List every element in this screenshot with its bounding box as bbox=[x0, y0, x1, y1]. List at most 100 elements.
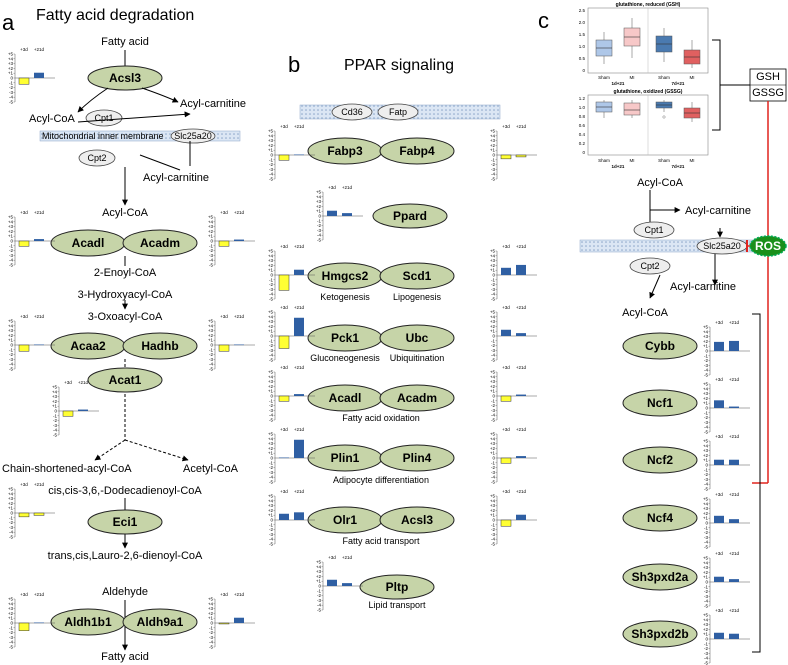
mini-chart-tick-label: +3 bbox=[490, 138, 496, 143]
mini-chart-tick-label: +4 bbox=[8, 323, 14, 328]
mini-chart-tick-label: +1 bbox=[316, 209, 322, 214]
mini-chart-tick-label: -2 bbox=[704, 472, 708, 477]
gene-node-eci1[interactable] bbox=[87, 509, 163, 535]
mini-bar-chart: +5+4+3+2+10-1-2-3-4-5+3d+21d bbox=[8, 314, 55, 372]
bar-21d bbox=[516, 333, 526, 336]
gene-label-sh3pxd2a: Sh3pxd2a bbox=[632, 570, 689, 584]
arrow bbox=[94, 439, 126, 461]
gsh-ytick: 2.5 bbox=[579, 8, 586, 13]
mini-chart-tick-label: -5 bbox=[9, 263, 13, 268]
gene-node-ppard[interactable] bbox=[372, 203, 448, 229]
gssg-group-label: MI bbox=[690, 158, 695, 163]
bar-21d bbox=[729, 519, 739, 523]
bar-21d bbox=[516, 394, 526, 396]
bar-21d bbox=[34, 344, 44, 346]
gene-node-plin4[interactable] bbox=[379, 444, 455, 472]
gene-label-ubc: Ubc bbox=[406, 331, 429, 345]
mini-chart-tick-label: -3 bbox=[269, 167, 273, 172]
mini-bar-chart: +5+4+3+2+10-1-2-3-4-5+3d+21d bbox=[490, 365, 537, 423]
mini-chart-tick-label: 0 bbox=[270, 153, 273, 158]
mini-bar-chart: +5+4+3+2+10-1-2-3-4-5+3d+21d bbox=[703, 608, 750, 665]
bar-3d bbox=[714, 459, 724, 465]
mini-chart-label-3d: +3d bbox=[64, 380, 72, 385]
mini-chart-tick-label: -4 bbox=[491, 537, 495, 542]
mini-chart-label-21d: +21d bbox=[34, 592, 45, 597]
mini-chart-tick-label: +3 bbox=[703, 448, 709, 453]
mini-chart-tick-label: -3 bbox=[269, 348, 273, 353]
gene-node-hadhb[interactable] bbox=[122, 332, 198, 360]
mini-chart-tick-label: +4 bbox=[268, 498, 274, 503]
mini-chart-label-21d: +21d bbox=[516, 427, 527, 432]
gene-node-sh3pxd2b[interactable] bbox=[622, 620, 698, 648]
bar-3d bbox=[714, 341, 724, 351]
gene-node-sh3pxd2a[interactable] bbox=[622, 563, 698, 591]
metabolite-acyl-coa: Acyl-CoA bbox=[29, 113, 76, 125]
gene-node-acadm[interactable] bbox=[122, 229, 198, 257]
mini-chart-tick-label: +2 bbox=[208, 611, 214, 616]
mini-bar-chart: +5+4+3+2+10-1-2-3-4-5+3d+21d bbox=[268, 365, 315, 423]
mini-chart-tick-label: -4 bbox=[269, 292, 273, 297]
mini-chart-tick-label: -1 bbox=[491, 522, 495, 527]
mini-chart-tick-label: +3 bbox=[8, 224, 14, 229]
mini-chart-tick-label: +2 bbox=[52, 399, 58, 404]
gsh-ytick: 1.5 bbox=[579, 32, 586, 37]
mini-chart-tick-label: -2 bbox=[269, 282, 273, 287]
gene-node-acsl3-b[interactable] bbox=[379, 506, 455, 534]
label-gluconeogenesis: Gluconeogenesis bbox=[310, 353, 380, 363]
mini-chart-tick-label: +5 bbox=[268, 249, 274, 254]
mini-chart-tick-label: -5 bbox=[317, 238, 321, 243]
gene-node-pltp[interactable] bbox=[359, 574, 435, 600]
gene-node-acadm-b[interactable] bbox=[379, 384, 455, 412]
mini-chart-tick-label: +5 bbox=[52, 385, 58, 390]
mitochondrial-membrane bbox=[39, 130, 241, 142]
mini-chart-tick-label: -5 bbox=[9, 367, 13, 372]
mini-chart-tick-label: -3 bbox=[269, 470, 273, 475]
mini-chart-tick-label: -4 bbox=[269, 475, 273, 480]
gssg-ytick: 0.4 bbox=[579, 132, 586, 137]
mini-chart-tick-label: +1 bbox=[208, 616, 214, 621]
gene-node-ncf4[interactable] bbox=[622, 504, 698, 532]
gene-node-ubc[interactable] bbox=[379, 324, 455, 352]
mini-chart-tick-label: -2 bbox=[209, 630, 213, 635]
mini-chart-tick-label: -4 bbox=[9, 640, 13, 645]
metabolite-acyl-coa-2: Acyl-CoA bbox=[102, 207, 149, 219]
gene-node-acat1[interactable] bbox=[87, 367, 163, 393]
mini-chart-tick-label: +2 bbox=[316, 204, 322, 209]
label-fatty-acid-oxidation: Fatty acid oxidation bbox=[342, 413, 420, 423]
gene-node-ncf2[interactable] bbox=[622, 446, 698, 474]
gene-node-scd1[interactable] bbox=[379, 262, 455, 290]
mini-bar-chart: +5+4+3+2+10-1-2-3-4-5+3d+21d bbox=[490, 427, 537, 485]
gene-node-cybb[interactable] bbox=[622, 332, 698, 360]
mini-chart-tick-label: -2 bbox=[209, 352, 213, 357]
mini-chart-tick-label: -4 bbox=[209, 258, 213, 263]
mini-chart-tick-label: -5 bbox=[491, 297, 495, 302]
bar-3d bbox=[500, 154, 512, 160]
gene-label-cybb: Cybb bbox=[645, 339, 675, 353]
mini-chart-tick-label: +3 bbox=[490, 379, 496, 384]
gene-node-fabp4[interactable] bbox=[379, 137, 455, 165]
mini-chart-tick-label: -2 bbox=[269, 343, 273, 348]
mini-chart-label-21d: +21d bbox=[729, 377, 740, 382]
gene-label-hadhb: Hadhb bbox=[141, 339, 178, 353]
gssg-ytick: 0.2 bbox=[579, 141, 586, 146]
mini-chart-tick-label: -1 bbox=[9, 80, 13, 85]
metabolite-2-enoyl-coa: 2-Enoyl-CoA bbox=[94, 267, 157, 279]
mini-chart-tick-label: -1 bbox=[269, 277, 273, 282]
mini-chart-tick-label: -1 bbox=[209, 243, 213, 248]
mini-chart-label-3d: +3d bbox=[20, 482, 28, 487]
mini-chart-tick-label: +2 bbox=[268, 143, 274, 148]
mini-chart-tick-label: +4 bbox=[490, 374, 496, 379]
mini-chart-tick-label: +4 bbox=[8, 601, 14, 606]
mini-chart-tick-label: +2 bbox=[703, 627, 709, 632]
mini-chart-tick-label: -5 bbox=[491, 480, 495, 485]
gene-node-ncf1[interactable] bbox=[622, 389, 698, 417]
mini-chart-tick-label: +3 bbox=[208, 328, 214, 333]
mini-chart-tick-label: +3 bbox=[8, 496, 14, 501]
gene-node-aldh9a1[interactable] bbox=[122, 608, 198, 636]
mini-chart-tick-label: +4 bbox=[490, 436, 496, 441]
bar-21d bbox=[34, 72, 44, 78]
gene-node-acsl3[interactable] bbox=[87, 65, 163, 91]
bar-3d bbox=[500, 519, 512, 527]
mini-chart-tick-label: -5 bbox=[704, 430, 708, 435]
mini-chart-tick-label: +5 bbox=[490, 432, 496, 437]
